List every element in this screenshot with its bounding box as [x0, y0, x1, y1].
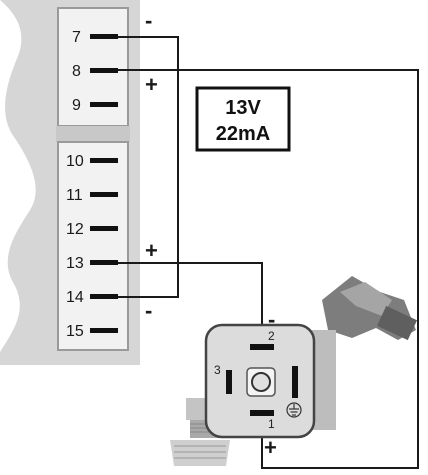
- terminal-15: 15: [66, 323, 118, 340]
- sign-terminal-8: +: [145, 72, 158, 97]
- connector-pin-2: [250, 344, 274, 350]
- terminal-label-9: 9: [72, 97, 81, 114]
- sign-connector-top: -: [268, 307, 275, 332]
- terminal-7: 7: [72, 29, 118, 46]
- terminal-label-11: 11: [66, 187, 83, 204]
- terminal-strip-upper: [57, 7, 129, 127]
- terminal-label-15: 15: [66, 323, 84, 340]
- wire-7-14: [118, 36, 179, 298]
- terminal-strip-divider: [56, 126, 130, 142]
- connector-pin-3: [226, 370, 232, 394]
- sign-terminal-13: +: [145, 238, 158, 263]
- sign-terminal-7: -: [145, 8, 152, 33]
- terminal-label-12: 12: [66, 221, 84, 238]
- terminal-9: 9: [72, 97, 118, 114]
- wires: [118, 36, 419, 469]
- ground-icon: [286, 402, 302, 418]
- terminal-label-14: 14: [66, 289, 84, 306]
- connector-pin-1: [250, 410, 274, 416]
- terminal-14: 14: [66, 289, 118, 306]
- info-box-voltage: 13V: [225, 97, 261, 119]
- connector-pin-2-label: 2: [268, 329, 275, 343]
- connector-pin-right: [292, 366, 298, 398]
- terminal-10: 10: [66, 153, 118, 170]
- terminal-label-13: 13: [66, 255, 84, 272]
- terminal-label-10: 10: [66, 153, 84, 170]
- connector-center-hole: [251, 372, 271, 392]
- info-box: [195, 86, 291, 152]
- info-box-current: 22mA: [216, 123, 270, 145]
- terminal-8: 8: [72, 63, 118, 80]
- terminal-label-8: 8: [72, 63, 81, 80]
- terminal-13: 13: [66, 255, 118, 272]
- terminal-11: 11: [66, 187, 118, 204]
- terminal-strip-lower: [57, 141, 129, 351]
- terminal-label-7: 7: [72, 29, 81, 46]
- terminal-12: 12: [66, 221, 118, 238]
- sign-connector-bottom: +: [264, 435, 277, 460]
- connector-pin-3-label: 3: [214, 363, 221, 377]
- connector-pin-1-label: 1: [268, 417, 275, 431]
- wire-8-pin1: [118, 69, 419, 469]
- sign-terminal-14: -: [145, 298, 152, 323]
- wire-13-pin2: [118, 262, 263, 342]
